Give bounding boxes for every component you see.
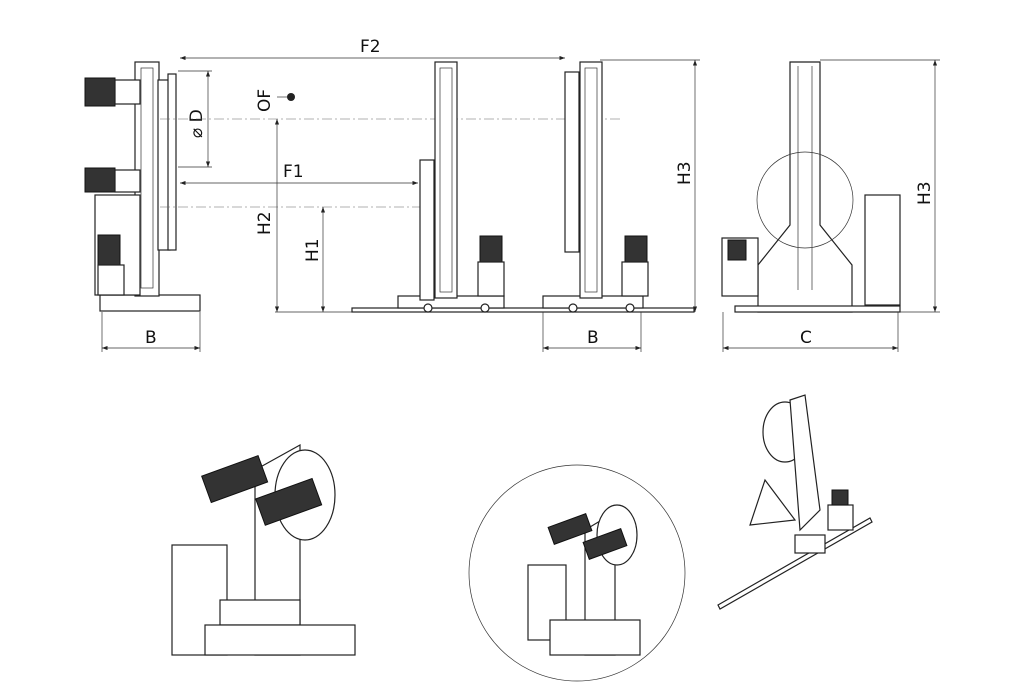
dimension-b-right-label: B	[587, 328, 599, 348]
isometric-view-detail	[468, 464, 686, 682]
dimension-f2-label: F2	[360, 37, 381, 57]
dimension-c-label: C	[800, 328, 812, 348]
dimension-h3-side-label: H3	[675, 161, 695, 185]
dimension-h2-label: H2	[255, 211, 275, 235]
dimension-b-left-label: B	[145, 328, 157, 348]
isometric-view-rail	[717, 394, 873, 610]
dimension-f1-label: F1	[283, 162, 304, 182]
side-view-left	[84, 61, 201, 312]
dimension-d-label: ⌀ D	[187, 109, 207, 138]
front-view	[721, 61, 901, 313]
dimension-h3-front-label: H3	[915, 181, 935, 205]
dimension-h1-label: H1	[303, 238, 323, 262]
side-view-rail	[351, 61, 695, 313]
isometric-view-large	[171, 443, 356, 656]
center-of-gravity-icon	[287, 93, 295, 101]
dimension-of-label: OF	[255, 89, 275, 112]
